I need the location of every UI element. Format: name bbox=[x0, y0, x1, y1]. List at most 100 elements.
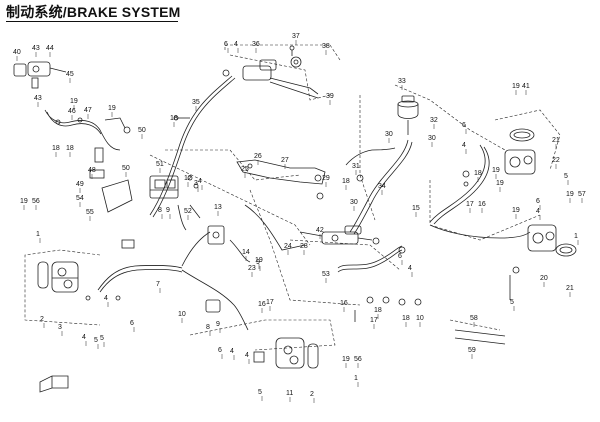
callout-29: 29 bbox=[322, 175, 330, 182]
reservoir bbox=[397, 95, 419, 135]
callout-3b: 3 bbox=[58, 324, 62, 331]
callout-19a: 19 bbox=[70, 98, 78, 105]
callout-57: 57 bbox=[578, 191, 586, 198]
callout-40: 40 bbox=[13, 49, 21, 56]
assembly-guides bbox=[24, 44, 561, 351]
callout-19j: 19 bbox=[342, 356, 350, 363]
callout-11: 11 bbox=[286, 390, 293, 397]
callout-16c: 16 bbox=[258, 301, 266, 308]
callout-43a: 43 bbox=[32, 45, 40, 52]
callout-19d: 19 bbox=[512, 83, 520, 90]
callout-26: 26 bbox=[254, 153, 262, 160]
callout-5b: 5 bbox=[510, 299, 514, 306]
callout-46: 46 bbox=[68, 108, 76, 115]
callout-3a: 3 bbox=[194, 180, 198, 187]
callout-37: 37 bbox=[292, 33, 300, 40]
callout-19g: 19 bbox=[512, 207, 520, 214]
callout-18d: 18 bbox=[342, 178, 350, 185]
callout-55: 55 bbox=[86, 209, 94, 216]
hose-31-34 bbox=[345, 139, 413, 235]
callout-48: 48 bbox=[88, 167, 96, 174]
callout-5d: 5 bbox=[258, 389, 262, 396]
rear-master-cylinder bbox=[299, 225, 380, 245]
callout-51: 51 bbox=[156, 161, 164, 168]
bolt-row bbox=[354, 296, 422, 322]
callout-32: 32 bbox=[430, 117, 438, 124]
callout-4i: 4 bbox=[82, 334, 86, 341]
right-caliper bbox=[504, 128, 577, 257]
callout-5a: 5 bbox=[564, 173, 568, 180]
callout-17c: 17 bbox=[266, 299, 274, 306]
callout-34: 34 bbox=[378, 183, 386, 190]
callout-9a: 9 bbox=[166, 207, 170, 214]
callout-8a: 8 bbox=[158, 207, 162, 214]
callout-1a: 1 bbox=[36, 231, 40, 238]
callout-19c: 19 bbox=[20, 198, 28, 205]
left-master-cylinder bbox=[13, 61, 67, 89]
callout-59: 59 bbox=[468, 347, 476, 354]
callout-36: 36 bbox=[252, 41, 260, 48]
callout-8b: 8 bbox=[206, 324, 210, 331]
hose-53 bbox=[337, 245, 406, 273]
callout-6e: 6 bbox=[218, 347, 222, 354]
callout-5c: 5 bbox=[100, 335, 104, 342]
callout-4b: 4 bbox=[198, 178, 202, 185]
callout-6b: 6 bbox=[462, 122, 466, 129]
callout-18a: 18 bbox=[52, 145, 60, 152]
front-direction-arrow bbox=[39, 375, 69, 393]
callout-50: 50 bbox=[138, 127, 146, 134]
callout-28: 28 bbox=[300, 243, 308, 250]
abs-module bbox=[149, 175, 199, 199]
callout-4f: 4 bbox=[230, 348, 234, 355]
title-underline bbox=[6, 21, 178, 22]
callout-42: 42 bbox=[316, 227, 324, 234]
callout-9c: 9 bbox=[256, 259, 260, 266]
callout-4e: 4 bbox=[408, 265, 412, 272]
hose-35 bbox=[149, 75, 236, 218]
callout-14: 14 bbox=[242, 249, 250, 256]
callout-9b: 9 bbox=[216, 321, 220, 328]
left-caliper bbox=[37, 261, 79, 293]
callout-18c: 18 bbox=[170, 115, 178, 122]
callout-30b: 30 bbox=[428, 135, 436, 142]
callout-53: 53 bbox=[322, 271, 330, 278]
callout-4g: 4 bbox=[245, 352, 249, 359]
centre-brake-lines bbox=[177, 204, 306, 263]
callout-38: 38 bbox=[322, 43, 330, 50]
callout-20: 20 bbox=[540, 275, 548, 282]
diagram-title: 制动系统/BRAKE SYSTEM bbox=[6, 4, 181, 20]
callout-4d: 4 bbox=[536, 208, 540, 215]
callout-45: 45 bbox=[66, 71, 74, 78]
callout-25: 25 bbox=[241, 166, 249, 173]
callout-19f: 19 bbox=[496, 180, 504, 187]
callout-52: 52 bbox=[184, 208, 192, 215]
top-master-cylinder bbox=[222, 45, 319, 99]
callout-17a: 17 bbox=[466, 201, 474, 208]
callout-41: 41 bbox=[522, 83, 530, 90]
callout-18b: 18 bbox=[66, 145, 74, 152]
callout-58: 58 bbox=[470, 315, 478, 322]
callout-16a: 16 bbox=[478, 201, 486, 208]
callout-50b: 50 bbox=[122, 165, 130, 172]
callout-17b: 17 bbox=[370, 317, 378, 324]
callout-39: 39 bbox=[326, 93, 334, 100]
callout-4c: 4 bbox=[462, 142, 466, 149]
callout-2b: 2 bbox=[310, 391, 314, 398]
callout-19h: 19 bbox=[566, 191, 574, 198]
pedal-bracket bbox=[236, 159, 326, 185]
right-brake-line bbox=[429, 144, 531, 239]
callout-7: 7 bbox=[156, 281, 160, 288]
callout-10a: 10 bbox=[416, 315, 424, 322]
callout-49: 49 bbox=[76, 181, 84, 188]
callout-21b: 21 bbox=[566, 285, 574, 292]
callout-6d: 6 bbox=[398, 253, 402, 260]
callout-31: 31 bbox=[352, 163, 360, 170]
callout-22: 22 bbox=[552, 157, 560, 164]
callout-30c: 30 bbox=[350, 199, 358, 206]
callout-16b: 16 bbox=[340, 300, 348, 307]
callout-1b: 1 bbox=[574, 233, 578, 240]
callout-56a: 56 bbox=[32, 198, 40, 205]
callout-6f: 6 bbox=[130, 320, 134, 327]
